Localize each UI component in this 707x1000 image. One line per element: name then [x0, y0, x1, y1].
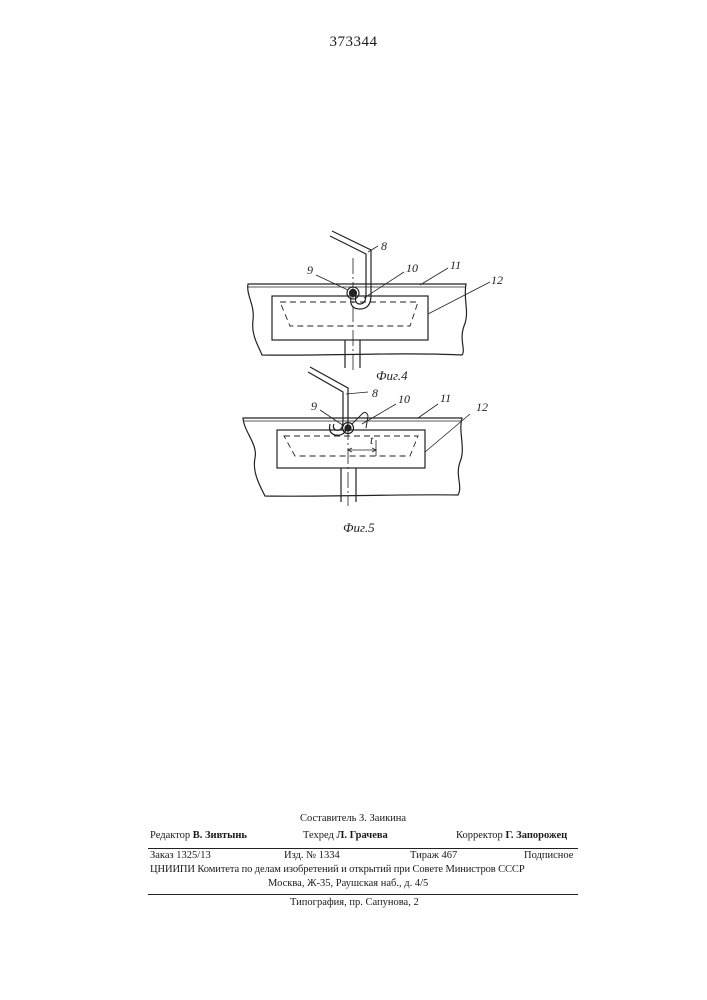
fig5-label-12: 12 — [476, 400, 488, 414]
organization-line: ЦНИИПИ Комитета по делам изобретений и о… — [150, 864, 525, 875]
editor-name: В. Зивтынь — [193, 830, 247, 841]
fig5-pivot-9 — [345, 425, 351, 431]
fig4-label-8: 8 — [381, 239, 387, 253]
edition-number: Изд. № 1334 — [284, 850, 340, 861]
fig4-dashed-trapezoid — [280, 302, 418, 326]
fig4-label-12: 12 — [491, 273, 503, 287]
fig5-label-10: 10 — [398, 392, 410, 406]
techred-role: Техред — [303, 830, 334, 841]
fig4-label-11: 11 — [450, 258, 461, 272]
fig5-label-9: 9 — [311, 399, 317, 413]
print-run: Тираж 467 — [410, 850, 457, 861]
subscription: Подписное — [524, 850, 573, 861]
printer-line: Типография, пр. Сапунова, 2 — [290, 897, 419, 908]
divider-bottom — [148, 894, 578, 895]
editor-line: Редактор В. Зивтынь — [150, 830, 247, 841]
techred-name: Л. Грачева — [337, 830, 388, 841]
fig4-lever-8 — [330, 236, 366, 304]
fig4-inner-rect — [272, 296, 428, 340]
techred-line: Техред Л. Грачева — [303, 830, 388, 841]
order-number: Заказ 1325/13 — [150, 850, 211, 861]
fig4-label-9: 9 — [307, 263, 313, 277]
fig4-caption: Фиг.4 — [376, 368, 408, 383]
fig5-caption: Фиг.5 — [343, 520, 375, 535]
corrector-line: Корректор Г. Запорожец — [456, 830, 567, 841]
fig5-label-8: 8 — [372, 386, 378, 400]
divider-top — [148, 848, 578, 849]
address-line: Москва, Ж-35, Раушская наб., д. 4/5 — [268, 878, 428, 889]
corrector-role: Корректор — [456, 830, 503, 841]
fig4-body-outline — [248, 284, 467, 355]
fig5-dashed-trapezoid — [284, 436, 418, 456]
editor-role: Редактор — [150, 830, 190, 841]
corrector-name: Г. Запорожец — [505, 830, 567, 841]
fig4-pivot-9 — [350, 290, 357, 297]
fig5-label-t: t — [370, 433, 374, 447]
figure-5 — [243, 367, 470, 506]
fig4-label-10: 10 — [406, 261, 418, 275]
compiler-line: Составитель З. Заикина — [300, 813, 406, 824]
figure-4 — [248, 231, 490, 370]
fig5-label-11: 11 — [440, 391, 451, 405]
